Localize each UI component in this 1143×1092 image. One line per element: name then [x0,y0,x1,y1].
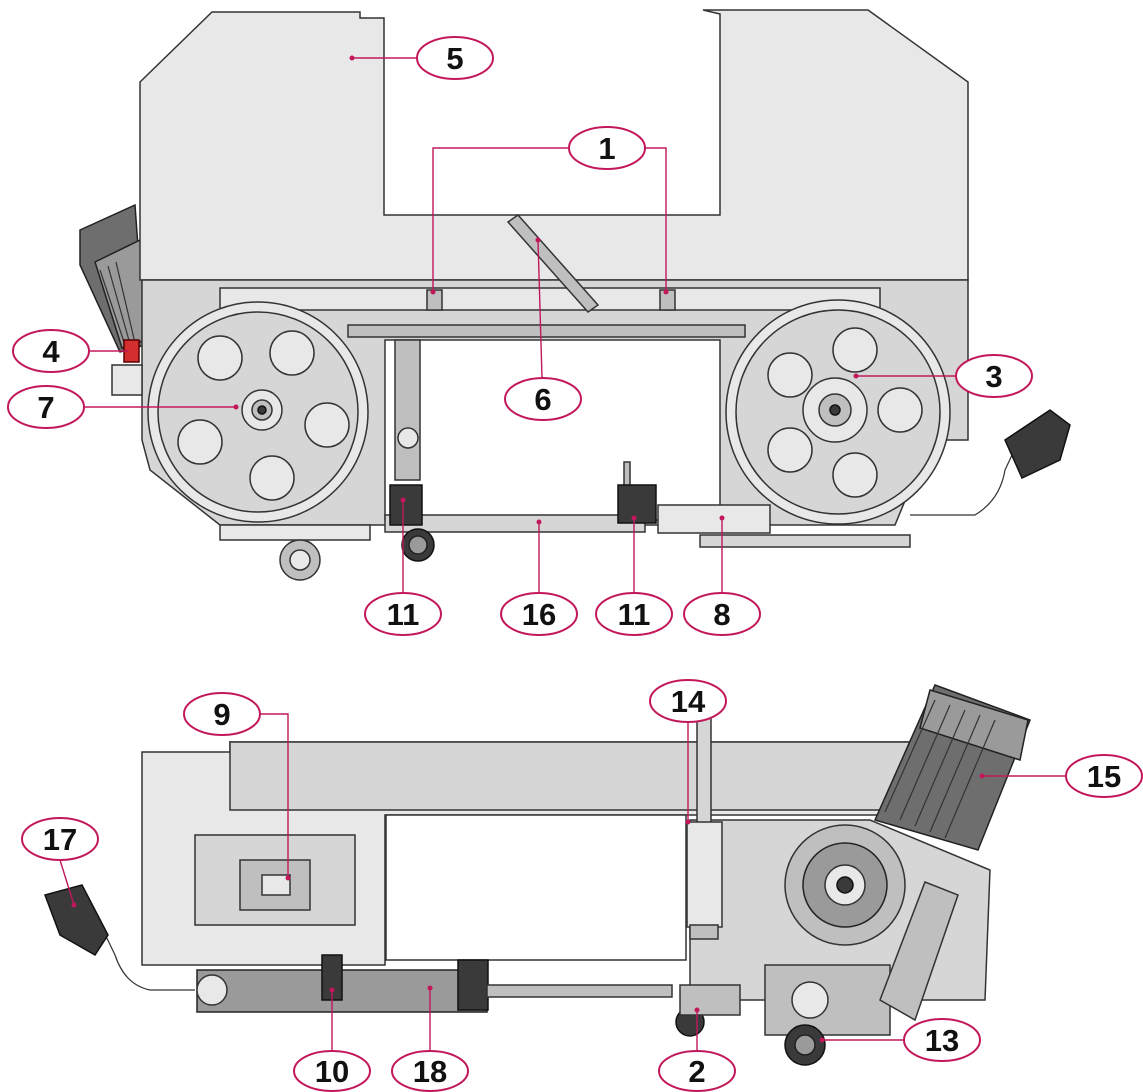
callout-11-left: 11 [364,497,442,636]
callout-label-13: 13 [925,1023,959,1058]
callout-4: 4 [12,329,128,373]
drive-wheel-left [147,301,369,523]
callout-3: 3 [853,354,1033,398]
callout-9: 9 [183,692,291,881]
callout-label-15: 15 [1087,759,1121,794]
blade-guide-right [617,461,657,524]
bottom-machine-view [44,684,1031,1066]
callout-label-1: 1 [598,131,615,166]
callout-label-7: 7 [37,390,54,425]
top-machine-view [79,9,1071,581]
callout-label-18: 18 [413,1054,447,1089]
callout-15: 15 [979,754,1143,798]
callout-label-17: 17 [43,822,77,857]
hydraulic-cylinder [686,699,723,940]
callout-17: 17 [21,817,99,908]
idler-wheel-right [725,299,951,525]
callout-16: 16 [500,519,578,636]
callout-18: 18 [391,985,469,1092]
blade-guide-left [389,339,435,562]
callout-5: 5 [349,36,494,80]
right-blade-cover [657,504,771,534]
callout-label-11-right: 11 [618,597,651,632]
callout-11-right: 11 [595,515,673,636]
vise-jaw [194,834,356,926]
callout-label-5: 5 [446,41,463,76]
callout-label-14: 14 [671,684,706,719]
callout-10: 10 [293,987,371,1092]
callout-2: 2 [658,1007,736,1092]
callout-label-10: 10 [315,1054,349,1089]
handle-top-right [910,409,1071,516]
callout-6: 6 [504,237,582,421]
callout-8: 8 [683,515,761,636]
callout-1: 1 [430,126,669,295]
callout-label-11-left: 11 [387,597,420,632]
callout-label-9: 9 [213,697,230,732]
callout-label-8: 8 [713,597,730,632]
callout-label-4: 4 [42,334,60,369]
callout-label-2: 2 [688,1054,705,1089]
callout-14: 14 [649,679,727,825]
blade-guard [139,9,969,281]
callout-label-16: 16 [522,597,556,632]
callout-label-6: 6 [534,382,551,417]
guard-latch-bar [506,214,600,313]
drive-motor [873,684,1031,851]
callout-7: 7 [7,385,239,429]
motor-left-rear [79,203,146,353]
callout-13: 13 [819,1018,981,1062]
handle-bottom-left [44,884,195,991]
callout-label-3: 3 [985,359,1002,394]
